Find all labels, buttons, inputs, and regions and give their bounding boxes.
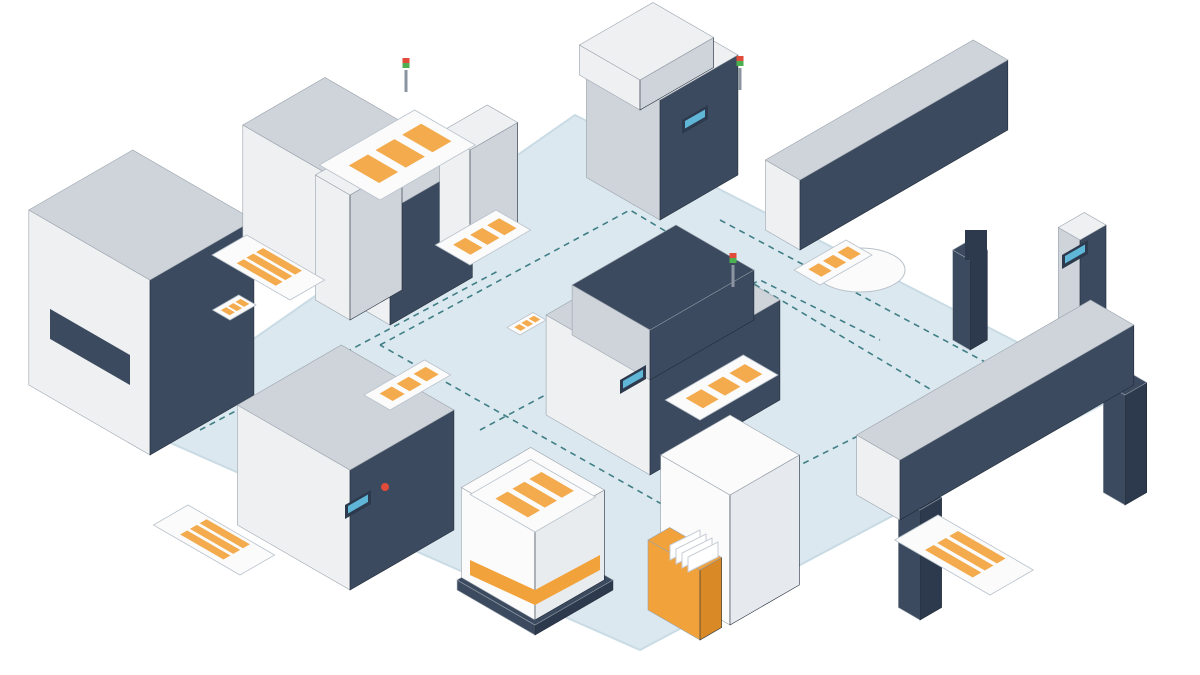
output-sheet-print-block xyxy=(220,307,235,316)
top-unit-top-face xyxy=(578,2,715,81)
output-roll-print-block xyxy=(199,519,250,549)
paper-stack-bound xyxy=(456,447,614,636)
output-sheet-print-block xyxy=(487,218,517,236)
roll-print-print-block xyxy=(837,246,861,260)
paper-roll-output-print-block xyxy=(246,253,293,281)
plot-output-print-block xyxy=(949,531,1006,564)
status-lamp-pole xyxy=(404,70,408,92)
power-button xyxy=(381,483,389,491)
input-sheet-print-block xyxy=(413,366,439,382)
right-leg-right-face xyxy=(1124,381,1147,506)
output-sheet-print-block xyxy=(729,364,763,384)
output-roll-print-block xyxy=(189,524,241,554)
status-lamp-pole xyxy=(731,265,735,287)
plotter-bottom-right xyxy=(856,299,1148,621)
output-roll-print-block xyxy=(180,530,231,560)
desktop-printer-bottom-left xyxy=(152,344,455,591)
status-lamp-pole xyxy=(738,68,742,90)
input-sheet-print-block xyxy=(396,376,422,392)
top-document-print-block xyxy=(495,491,540,518)
plot-output-print-block xyxy=(925,545,982,578)
network-link xyxy=(479,279,881,431)
output-sheet-print-block xyxy=(707,376,741,396)
paper-roll-output-print-block xyxy=(236,259,283,286)
large-format-printer-top-left xyxy=(211,58,532,326)
office-printer-top-center xyxy=(578,2,744,221)
status-lamp-red-light xyxy=(729,253,737,258)
output-sheet-print-block xyxy=(228,303,242,312)
control-panel-screen-icon xyxy=(623,369,643,389)
status-lamp-red-light xyxy=(402,58,410,63)
stand-left-face xyxy=(952,249,971,351)
stack-top-face xyxy=(660,414,800,496)
kiosk-screen-icon xyxy=(1065,244,1085,264)
output-sheet-print-block xyxy=(235,298,250,307)
control-panel-screen-icon xyxy=(348,494,368,514)
paper-roll-output-print-block xyxy=(256,248,302,275)
folder-document xyxy=(687,541,719,573)
keypad-icon xyxy=(965,230,987,260)
binding-strip xyxy=(470,555,600,605)
central-printer xyxy=(506,224,781,476)
roll-printer-top-right xyxy=(764,39,1009,351)
paper-tray xyxy=(50,308,130,386)
output-sheet-print-block xyxy=(470,227,500,245)
production-printer-left xyxy=(28,149,257,456)
roll-print-print-block xyxy=(808,263,832,277)
top-document-print-block xyxy=(529,472,574,498)
status-lamp-green-light xyxy=(736,61,744,66)
top-document-print-block xyxy=(512,481,557,508)
body-top-face xyxy=(28,149,255,281)
output-sheet-print-block xyxy=(685,389,719,409)
control-panel-screen-icon xyxy=(685,109,705,129)
plotter-beam-top-face xyxy=(856,299,1135,461)
plot-output-print-block xyxy=(937,538,994,571)
roll-print-print-block xyxy=(822,254,847,269)
input-sheet-print-block xyxy=(528,315,541,323)
kiosk-body-top-face xyxy=(1057,212,1107,241)
input-sheet-print-block xyxy=(514,324,526,331)
printed-sheet-print-block xyxy=(402,123,452,153)
status-lamp-green-light xyxy=(729,258,737,263)
status-lamp-green-light xyxy=(402,63,410,68)
network-link xyxy=(719,219,1001,371)
input-sheet-print-block xyxy=(379,386,405,401)
network-link xyxy=(379,209,942,521)
input-sheet-print-block xyxy=(521,319,534,327)
stand-right-face xyxy=(969,249,988,351)
printed-sheet-print-block xyxy=(348,154,399,183)
output-sheet-print-block xyxy=(453,237,483,255)
side-unit-left-face xyxy=(315,174,351,321)
printed-sheet-print-block xyxy=(375,139,425,168)
print-head-beam-top-face xyxy=(764,39,1009,181)
body-top-face xyxy=(236,344,455,471)
top-cover-top-face xyxy=(571,224,755,331)
status-lamp-red-light xyxy=(736,56,744,61)
paper-stack-with-folder xyxy=(647,414,800,641)
folder-icon-right-face xyxy=(699,556,722,641)
